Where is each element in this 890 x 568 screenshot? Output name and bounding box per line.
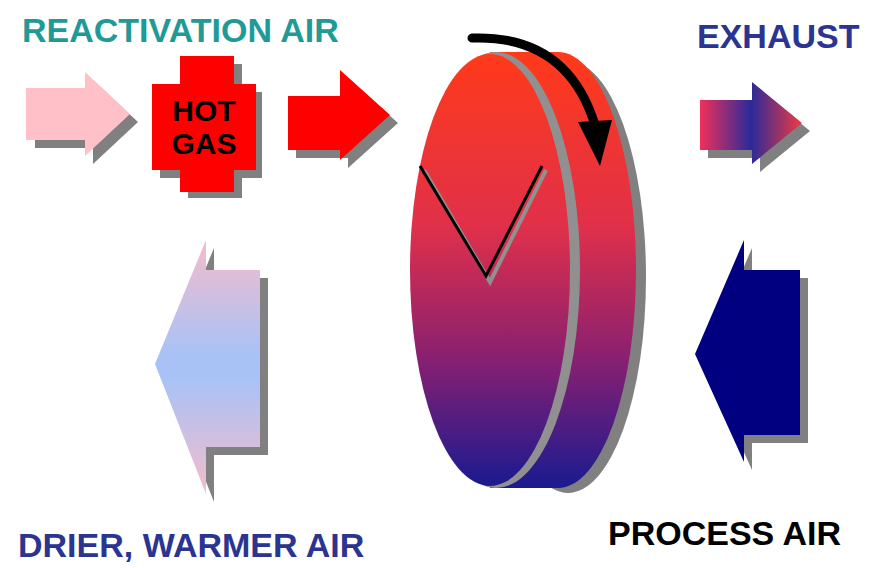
- sector-divider-shadow: [424, 170, 546, 282]
- air-stream-label: REACTIVATION AIR: [22, 13, 339, 47]
- exhaust-arrow: [700, 82, 802, 164]
- process-air-arrow: [695, 240, 800, 462]
- drier-air-arrow: [155, 240, 260, 494]
- sector-divider: [420, 166, 542, 276]
- air-stream-label: EXHAUST: [697, 19, 859, 53]
- air-stream-label: PROCESS AIR: [608, 516, 841, 550]
- wheel-face: [410, 54, 570, 486]
- hot-air-arrow: [288, 70, 390, 160]
- rotation-arrow: [472, 38, 595, 125]
- heater-cross: HOT GAS: [152, 56, 262, 198]
- heater-label: HOT GAS: [164, 94, 244, 160]
- rotation-arrowhead: [578, 120, 612, 166]
- cross-fill: [152, 56, 256, 192]
- air-stream-label: DRIER, WARMER AIR: [18, 528, 364, 562]
- reactivation-arrow: [26, 72, 130, 156]
